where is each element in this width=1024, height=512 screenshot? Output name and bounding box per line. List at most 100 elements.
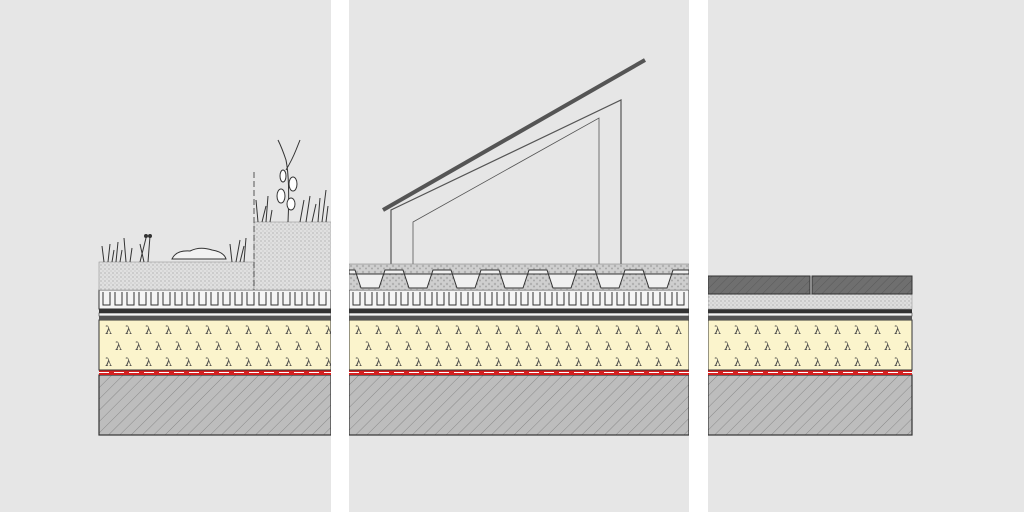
lambda-symbol: λ <box>185 356 192 369</box>
drainage-cell <box>246 292 255 306</box>
lambda-symbol: λ <box>645 340 652 353</box>
drainage-cell <box>520 292 529 306</box>
drainage-cell <box>664 292 673 306</box>
substrate-high <box>253 221 331 291</box>
drainage-cell <box>460 292 469 306</box>
lambda-symbol: λ <box>854 324 861 337</box>
lambda-symbol: λ <box>415 324 422 337</box>
drainage-cell <box>400 292 409 306</box>
lambda-symbol: λ <box>774 356 781 369</box>
lambda-symbol: λ <box>265 324 272 337</box>
lambda-symbol: λ <box>225 356 232 369</box>
lambda-symbol: λ <box>495 324 502 337</box>
drainage-cell <box>352 292 361 306</box>
lambda-symbol: λ <box>814 324 821 337</box>
drainage-cell <box>496 292 505 306</box>
lambda-symbol: λ <box>505 340 512 353</box>
drainage-cell <box>532 292 541 306</box>
lambda-symbol: λ <box>804 340 811 353</box>
lambda-symbol: λ <box>415 356 422 369</box>
lambda-symbol: λ <box>784 340 791 353</box>
lambda-symbol: λ <box>315 340 322 353</box>
lambda-symbol: λ <box>595 356 602 369</box>
lambda-symbol: λ <box>145 324 152 337</box>
lambda-symbol: λ <box>145 356 152 369</box>
lambda-symbol: λ <box>445 340 452 353</box>
drainage-cell <box>556 292 565 306</box>
drainage-cell <box>412 292 421 306</box>
lambda-symbol: λ <box>175 340 182 353</box>
insulation-layer <box>349 319 689 371</box>
drainage-cell <box>376 292 385 306</box>
drainage-cell <box>676 292 685 306</box>
lambda-symbol: λ <box>894 356 901 369</box>
solar-panel-icon <box>382 58 646 212</box>
lambda-symbol: λ <box>615 324 622 337</box>
lambda-symbol: λ <box>605 340 612 353</box>
lambda-symbol: λ <box>395 356 402 369</box>
lambda-symbol: λ <box>385 340 392 353</box>
lambda-symbol: λ <box>255 340 262 353</box>
drainage-cell <box>448 292 457 306</box>
lambda-symbol: λ <box>734 356 741 369</box>
lambda-symbol: λ <box>774 324 781 337</box>
lambda-symbol: λ <box>714 324 721 337</box>
lambda-symbol: λ <box>355 324 362 337</box>
insulation-layer <box>98 319 331 371</box>
drainage-cell <box>508 292 517 306</box>
waterproof-membrane <box>99 309 331 313</box>
lambda-symbol: λ <box>125 356 132 369</box>
concrete-slab <box>349 374 689 436</box>
lambda-symbol: λ <box>595 324 602 337</box>
drainage-cell <box>198 292 207 306</box>
drainage-cell <box>102 292 111 306</box>
drainage-layer <box>349 289 689 310</box>
waterproof-membrane <box>349 309 689 313</box>
lambda-symbol: λ <box>105 356 112 369</box>
drainage-cell <box>472 292 481 306</box>
drainage-cell <box>604 292 613 306</box>
lambda-symbol: λ <box>165 356 172 369</box>
lambda-symbol: λ <box>205 324 212 337</box>
lambda-symbol: λ <box>635 324 642 337</box>
drainage-cell <box>436 292 445 306</box>
lambda-symbol: λ <box>405 340 412 353</box>
lambda-symbol: λ <box>295 340 302 353</box>
lambda-symbol: λ <box>515 324 522 337</box>
drainage-cell <box>210 292 219 306</box>
lambda-symbol: λ <box>395 324 402 337</box>
drainage-cell <box>258 292 267 306</box>
lambda-symbol: λ <box>515 356 522 369</box>
lambda-symbol: λ <box>675 356 682 369</box>
lambda-symbol: λ <box>125 324 132 337</box>
drainage-cell <box>222 292 231 306</box>
lambda-symbol: λ <box>675 324 682 337</box>
drainage-cell <box>388 292 397 306</box>
drainage-cell <box>162 292 171 306</box>
stone-icon <box>171 247 227 260</box>
drainage-cell <box>628 292 637 306</box>
drainage-cell <box>616 292 625 306</box>
lambda-symbol: λ <box>425 340 432 353</box>
lambda-symbol: λ <box>854 356 861 369</box>
lambda-symbol: λ <box>814 356 821 369</box>
drainage-cell <box>186 292 195 306</box>
lambda-symbol: λ <box>625 340 632 353</box>
lambda-symbol: λ <box>794 356 801 369</box>
lambda-symbol: λ <box>535 324 542 337</box>
lambda-symbol: λ <box>844 340 851 353</box>
lambda-symbol: λ <box>165 324 172 337</box>
lambda-symbol: λ <box>864 340 871 353</box>
lambda-symbol: λ <box>355 356 362 369</box>
paving-slab-icon <box>811 275 913 295</box>
lambda-symbol: λ <box>245 356 252 369</box>
lambda-symbol: λ <box>734 324 741 337</box>
drainage-cell <box>364 292 373 306</box>
lambda-symbol: λ <box>824 340 831 353</box>
drainage-cell <box>282 292 291 306</box>
drainage-cell <box>544 292 553 306</box>
